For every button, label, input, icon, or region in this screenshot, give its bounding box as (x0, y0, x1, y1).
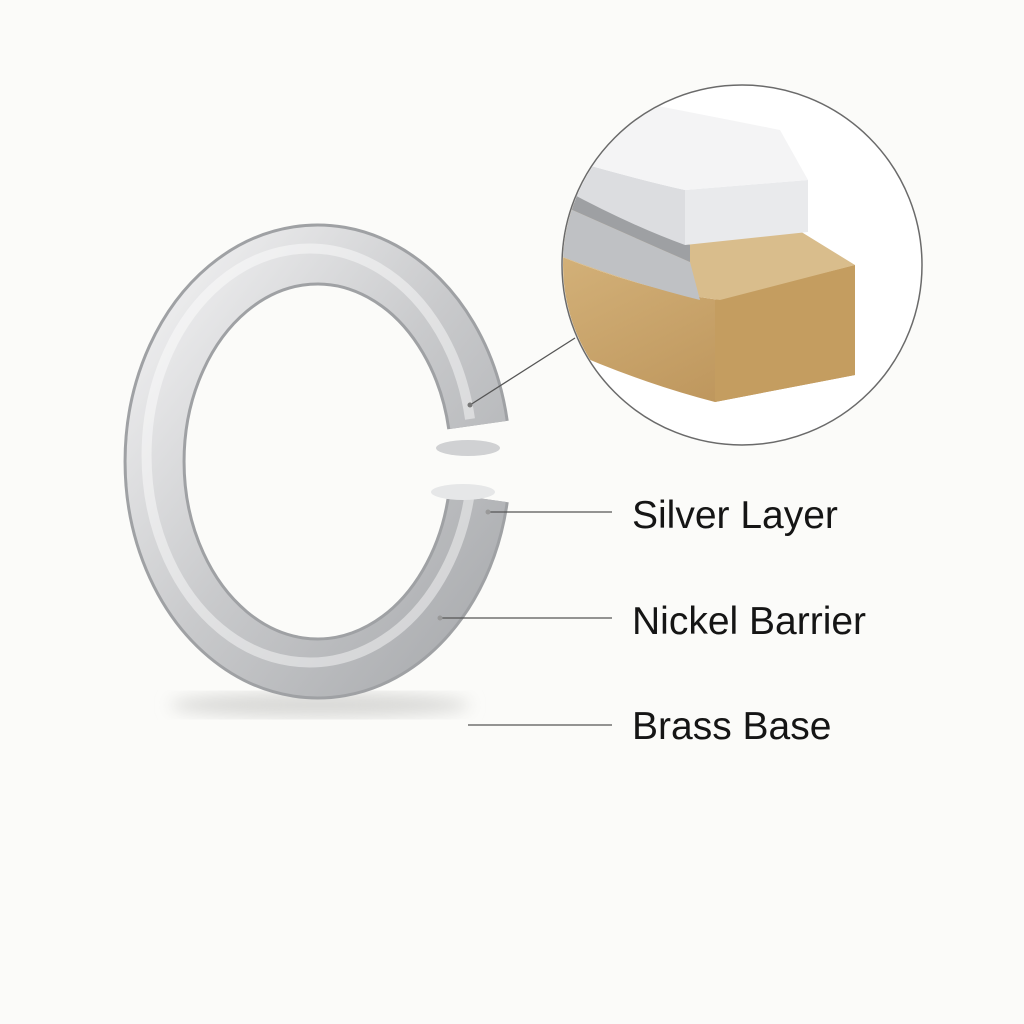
nickel-barrier-label: Nickel Barrier (632, 600, 867, 643)
inset-leader-line (469, 337, 576, 406)
silver-layer (565, 160, 685, 245)
ring-shadow (170, 693, 470, 717)
brass-base-label: Brass Base (632, 705, 832, 748)
cross-section-inset (561, 84, 923, 446)
inset-border (561, 84, 923, 446)
nickel-barrier-layer (563, 200, 700, 300)
ring-end-bottom (431, 484, 495, 500)
silver-layer-label: Silver Layer (632, 494, 838, 537)
ring-end-top (436, 440, 500, 456)
split-ring (123, 223, 509, 700)
